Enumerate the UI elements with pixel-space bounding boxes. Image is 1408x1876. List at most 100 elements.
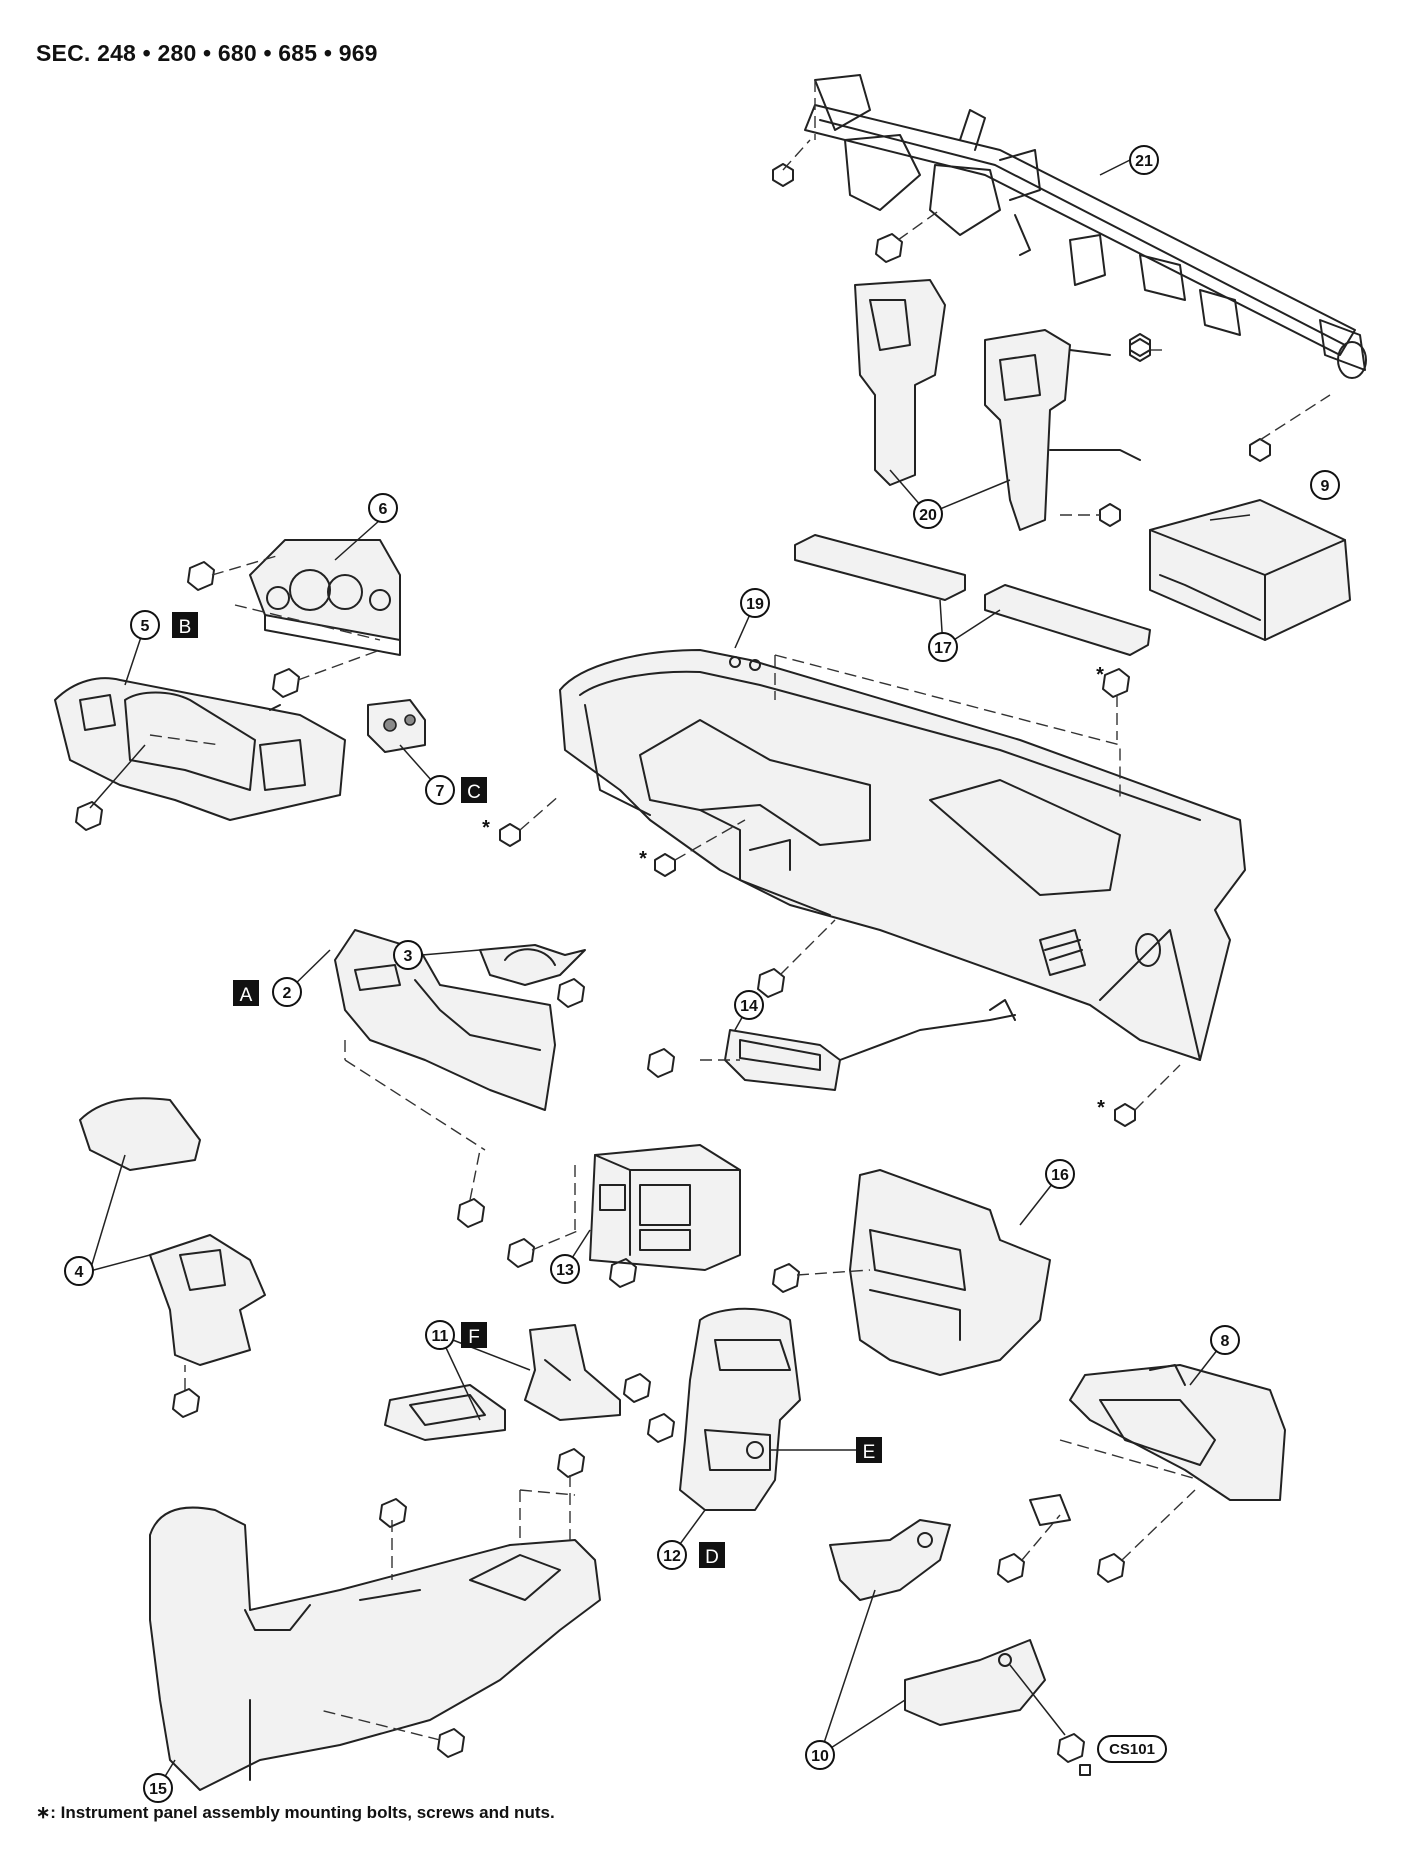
nut xyxy=(499,794,561,847)
callout-14: 14 xyxy=(734,990,764,1020)
nut xyxy=(772,139,811,187)
asterisk-mark: * xyxy=(482,817,490,839)
callout-7: 7 xyxy=(425,775,455,805)
callout-2: 2 xyxy=(272,977,302,1007)
screw xyxy=(272,649,381,698)
callout-11: 11 xyxy=(425,1320,455,1350)
nut xyxy=(1060,503,1121,527)
bracket-20-right xyxy=(984,329,1141,531)
screw xyxy=(623,1373,651,1403)
screw xyxy=(772,1263,871,1293)
asterisk-mark: * xyxy=(1097,1097,1105,1119)
console-side-16 xyxy=(849,1169,1051,1376)
box-label: C xyxy=(467,782,481,803)
figure-code: CS101 xyxy=(1097,1735,1167,1763)
screw xyxy=(172,1365,200,1418)
nut xyxy=(1129,333,1151,357)
screw xyxy=(647,1048,675,1078)
callout-12: 12 xyxy=(657,1540,687,1570)
box-label: B xyxy=(179,617,192,638)
callout-19: 19 xyxy=(740,588,770,618)
callout-17: 17 xyxy=(928,632,958,662)
callout-label: 13 xyxy=(556,1262,574,1279)
callout-label: 4 xyxy=(75,1264,84,1281)
switch-7 xyxy=(367,699,426,753)
screw xyxy=(457,1149,485,1228)
box-E: E xyxy=(856,1437,882,1463)
bracket-20-left xyxy=(854,279,946,486)
footnote: ∗: Instrument panel assembly mounting bo… xyxy=(36,1803,555,1822)
callout-4: 4 xyxy=(64,1256,94,1286)
bolt xyxy=(757,919,836,998)
nut xyxy=(1114,1064,1181,1127)
nut xyxy=(654,819,746,877)
box-F: F xyxy=(461,1322,487,1348)
bolt xyxy=(875,209,941,263)
screw xyxy=(557,1448,585,1540)
callout-21: 21 xyxy=(1129,145,1159,175)
box-B: B xyxy=(172,612,198,638)
bolt xyxy=(1102,668,1130,740)
screw xyxy=(997,1514,1061,1583)
airbag-module-9 xyxy=(1149,499,1351,641)
callout-8: 8 xyxy=(1210,1325,1240,1355)
callout-label: 19 xyxy=(746,596,764,613)
callout-label: 12 xyxy=(663,1548,681,1565)
box-label: E xyxy=(863,1442,876,1463)
callout-5: 5 xyxy=(130,610,160,640)
box-label: F xyxy=(468,1327,480,1348)
instrument-panel-19 xyxy=(559,649,1246,1061)
audio-unit-13 xyxy=(574,1144,741,1271)
ac-control-14 xyxy=(700,999,1016,1091)
box-A: A xyxy=(233,980,259,1006)
screw xyxy=(187,554,281,591)
section-title: SEC. 248 • 280 • 680 • 685 • 969 xyxy=(36,40,378,66)
nut xyxy=(1249,394,1331,462)
callout-label: 9 xyxy=(1321,478,1330,495)
box-C: C xyxy=(461,777,487,803)
callout-label: 15 xyxy=(149,1781,167,1798)
box-D: D xyxy=(699,1542,725,1568)
callout-label: 17 xyxy=(934,640,952,657)
nut xyxy=(1129,338,1165,362)
asterisk-mark: * xyxy=(639,848,647,870)
screw xyxy=(319,1709,465,1758)
shift-boot-finisher-11 xyxy=(384,1324,621,1441)
callout-label: 8 xyxy=(1221,1333,1230,1350)
screw xyxy=(507,1229,581,1268)
callout-9: 9 xyxy=(1310,470,1340,500)
box-label: D xyxy=(705,1547,719,1568)
box-label: A xyxy=(240,985,253,1006)
callout-label: 21 xyxy=(1135,153,1153,170)
cover-10-lower xyxy=(904,1639,1046,1726)
combination-meter-6 xyxy=(234,539,401,656)
callout-label: 2 xyxy=(283,985,292,1002)
callout-label: 11 xyxy=(432,1328,449,1345)
callout-label: 7 xyxy=(436,783,445,800)
callout-16: 16 xyxy=(1045,1159,1075,1189)
screw xyxy=(1097,1489,1196,1583)
glove-box-8 xyxy=(1059,1364,1286,1501)
callout-20: 20 xyxy=(913,499,943,529)
callout-label: 20 xyxy=(919,507,937,524)
screw xyxy=(75,744,146,831)
callout-13: 13 xyxy=(550,1254,580,1284)
callout-6: 6 xyxy=(368,493,398,523)
center-console-15 xyxy=(149,1506,601,1791)
callout-label: 6 xyxy=(379,501,388,518)
column-cover-lower-4 xyxy=(149,1234,266,1366)
screw xyxy=(647,1413,675,1443)
callout-15: 15 xyxy=(143,1773,173,1803)
callout-label: 3 xyxy=(404,948,413,965)
screw xyxy=(379,1498,407,1580)
callout-10: 10 xyxy=(805,1740,835,1770)
asterisk-mark: * xyxy=(1096,664,1104,686)
panel-part-3 xyxy=(479,944,586,986)
callout-label: 10 xyxy=(811,1748,829,1765)
clip xyxy=(1009,1664,1091,1776)
center-console-finisher-12 xyxy=(679,1307,801,1511)
figure-code-label: CS101 xyxy=(1109,1741,1155,1758)
callout-label: 16 xyxy=(1051,1167,1069,1184)
callout-label: 5 xyxy=(141,618,150,635)
